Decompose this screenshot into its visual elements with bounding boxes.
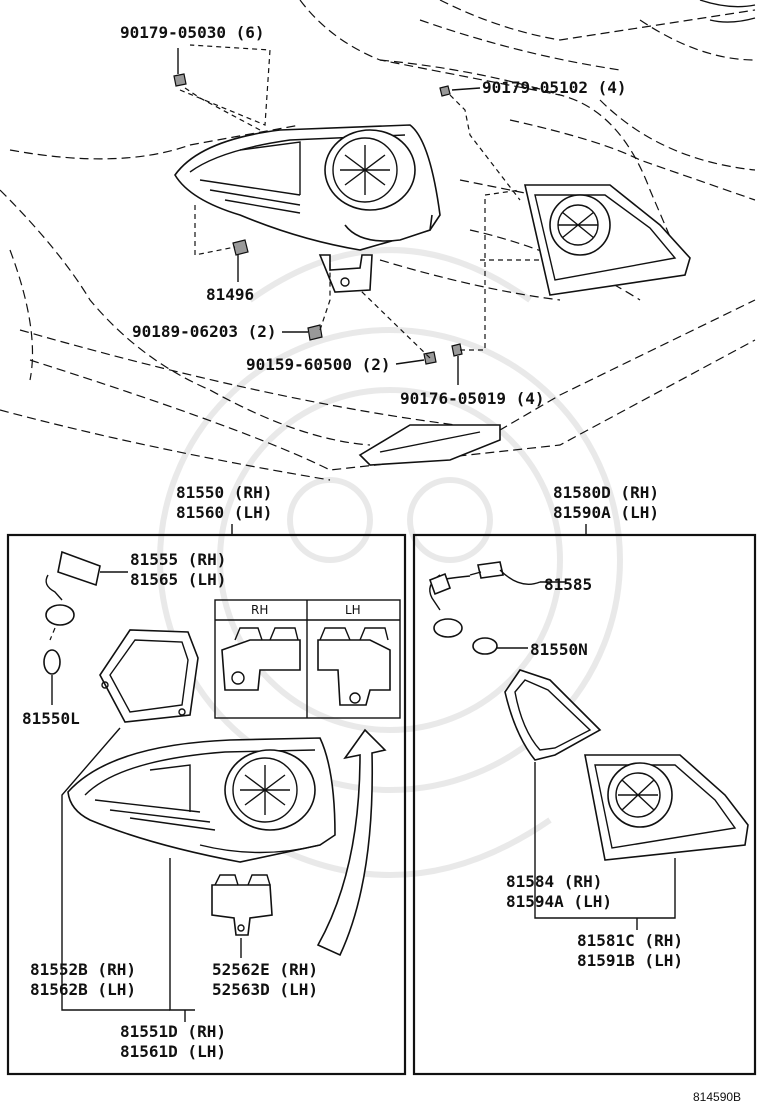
screw-icon bbox=[307, 324, 323, 341]
bracket-label-rh: 52562E (RH) bbox=[212, 960, 318, 979]
callout-nut-4: 90179-05102 (4) bbox=[482, 78, 627, 97]
connector-icon bbox=[477, 561, 504, 579]
right-header-rh: 81580D (RH) bbox=[553, 483, 659, 502]
right-panel-frame bbox=[412, 533, 757, 1076]
harness-label: 81585 bbox=[544, 575, 592, 594]
lens-label-lh: 81562B (LH) bbox=[30, 980, 136, 999]
nut-icon bbox=[439, 85, 451, 97]
right-panel: 81580D (RH) 81590A (LH) 81585 81550N 815… bbox=[412, 483, 757, 1076]
left-header-lh: 81560 (LH) bbox=[176, 503, 272, 522]
body-label-rh: 81551D (RH) bbox=[120, 1022, 226, 1041]
bracket-icon bbox=[211, 884, 273, 936]
clip-icon bbox=[232, 239, 249, 256]
bulb-label: 81550L bbox=[22, 709, 80, 728]
inset-lh-label: LH bbox=[345, 603, 361, 617]
lens-label-rh: 81581C (RH) bbox=[577, 931, 683, 950]
callout-screw-2b: 90159-60500 (2) bbox=[246, 355, 391, 374]
callout-nut-4b: 90176-05019 (4) bbox=[400, 389, 545, 408]
callout-bolt-6: 90179-05030 (6) bbox=[120, 23, 265, 42]
gasket-label-rh: 81584 (RH) bbox=[506, 872, 602, 891]
bulb-icon bbox=[43, 649, 61, 675]
bulb-icon bbox=[472, 637, 498, 655]
inset-rh-label: RH bbox=[251, 603, 268, 617]
left-panel-frame bbox=[6, 533, 407, 1076]
callout-screw-2a: 90189-06203 (2) bbox=[132, 322, 277, 341]
left-panel: 81550 (RH) 81560 (LH) 81555 (RH) 81565 (… bbox=[6, 483, 407, 1076]
gasket-label-lh: 81594A (LH) bbox=[506, 892, 612, 911]
right-header-lh: 81590A (LH) bbox=[553, 503, 659, 522]
lens-label-rh: 81552B (RH) bbox=[30, 960, 136, 979]
bulb-label: 81550N bbox=[530, 640, 588, 659]
callout-clip: 81496 bbox=[206, 285, 254, 304]
nut-icon bbox=[451, 343, 463, 357]
bracket-label-lh: 52563D (LH) bbox=[212, 980, 318, 999]
gasket-icon bbox=[99, 629, 199, 723]
top-callouts: 90179-05030 (6) 90179-05102 (4) 81496 90… bbox=[120, 23, 627, 408]
figure-id: 814590B bbox=[693, 1090, 741, 1104]
vehicle-rear-illustration bbox=[0, 0, 756, 481]
socket-icon bbox=[57, 550, 101, 587]
socket-label-lh: 81565 (LH) bbox=[130, 570, 226, 589]
socket-label-rh: 81555 (RH) bbox=[130, 550, 226, 569]
lens-label-lh: 81591B (LH) bbox=[577, 951, 683, 970]
left-header-rh: 81550 (RH) bbox=[176, 483, 272, 502]
body-label-lh: 81561D (LH) bbox=[120, 1042, 226, 1061]
bolt-icon bbox=[173, 73, 187, 87]
assembly-arrow-icon bbox=[316, 728, 387, 957]
